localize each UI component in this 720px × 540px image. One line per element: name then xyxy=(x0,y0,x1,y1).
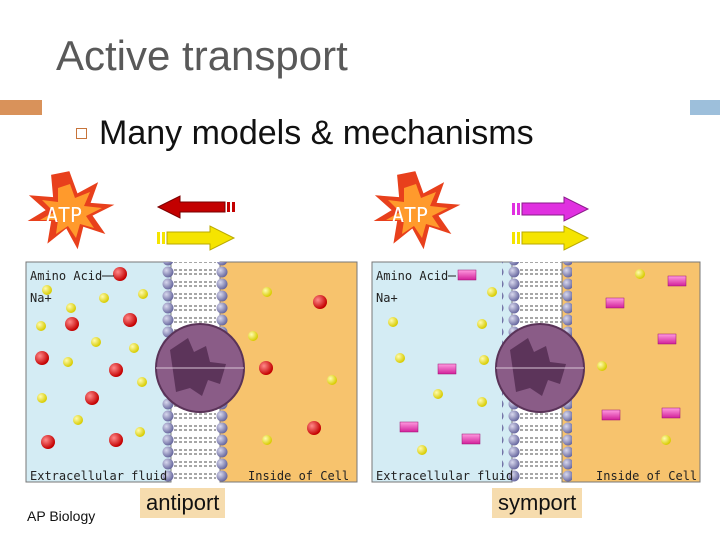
amino-acid-label: Amino Acid xyxy=(30,269,102,283)
transport-protein xyxy=(155,323,245,413)
atp-label: ATP xyxy=(46,203,82,227)
bullet-item: Many models & mechanisms xyxy=(76,114,534,153)
symport-diagram: ATP Amino Acid N xyxy=(366,170,701,483)
inside-cell-label: Inside of Cell xyxy=(248,469,349,483)
arrow-in-yellow xyxy=(512,225,590,251)
atp-label: ATP xyxy=(392,203,428,227)
symport-caption: symport xyxy=(492,488,583,518)
transport-protein xyxy=(495,323,585,413)
extracellular-particles xyxy=(388,269,497,455)
antiport-caption: antiport xyxy=(140,488,226,518)
atp-burst: ATP xyxy=(366,170,468,255)
inside-cell-label: Inside of Cell xyxy=(596,469,697,483)
slide-title: Active transport xyxy=(56,32,348,79)
antiport-diagram: ATP xyxy=(20,170,358,483)
atp-burst: ATP xyxy=(20,170,122,255)
intracellular-particles xyxy=(597,269,687,445)
sodium-label: Na+ xyxy=(376,291,398,305)
accent-bar-right xyxy=(690,100,720,115)
arrow-out-red xyxy=(156,195,235,219)
amino-acid-label: Amino Acid xyxy=(376,269,448,283)
extracellular-particles xyxy=(35,267,148,449)
square-bullet-icon xyxy=(76,128,87,139)
arrow-in-yellow xyxy=(157,225,236,251)
footer-label: AP Biology xyxy=(27,508,96,524)
intracellular-particles xyxy=(248,287,337,445)
extracellular-label: Extracellular fluid xyxy=(376,469,513,483)
extracellular-label: Extracellular fluid xyxy=(30,469,167,483)
accent-bar-left xyxy=(0,100,42,115)
sodium-label: Na+ xyxy=(30,291,52,305)
bullet-text: Many models & mechanisms xyxy=(99,114,534,152)
arrow-in-magenta xyxy=(512,196,590,222)
